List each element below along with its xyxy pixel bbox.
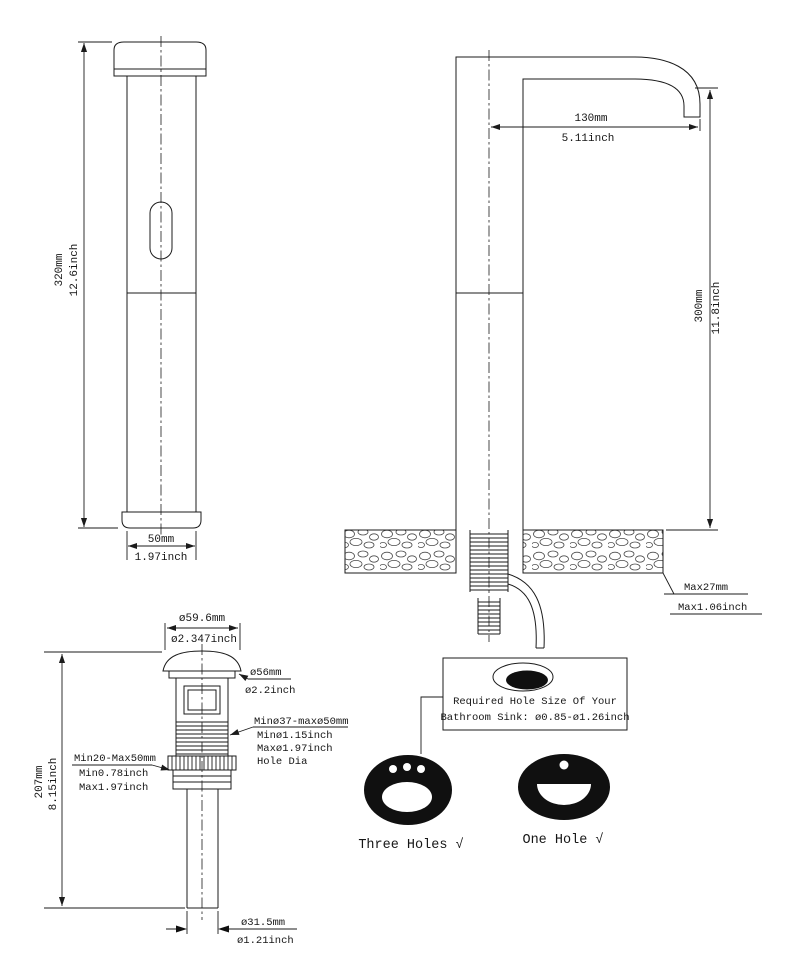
drain-hole-dia-min-inch-label: Minø1.15inch <box>257 730 333 742</box>
drain-deck-range-mm-label: Min20-Max50mm <box>74 753 156 765</box>
pipe-dimension-arrows <box>176 925 229 933</box>
sink-note-line1: Required Hole Size Of Your <box>453 696 617 708</box>
three-holes-sink <box>364 755 452 825</box>
drain-gasket-hatch <box>171 756 233 770</box>
faucet-front-body <box>126 75 197 513</box>
countertop-left <box>344 529 457 574</box>
deck-max-inch-label: Max1.06inch <box>678 602 747 614</box>
side-view: 130mm 5.11inch 300mm 11.8inch Max27mm Ma… <box>344 50 762 649</box>
drain-tailpipe <box>186 789 219 909</box>
drain-height-inch-label: 8.15inch <box>48 758 60 811</box>
one-hole-sink <box>518 754 610 820</box>
front-height-inch-label: 12.6inch <box>69 244 81 297</box>
sink-requirements: Required Hole Size Of Your Bathroom Sink… <box>358 657 630 853</box>
faucet-cap <box>113 41 207 77</box>
faucet-hole-right <box>417 765 425 773</box>
faucet-base <box>121 511 202 529</box>
one-hole-label: One Hole √ <box>522 832 603 848</box>
hole-diagram-fill <box>506 670 548 690</box>
spout-reach-mm-label: 130mm <box>574 113 607 125</box>
drain-height-mm-label: 207mm <box>34 765 46 798</box>
sensor-window <box>149 201 173 260</box>
side-extension-lines <box>666 87 718 531</box>
three-holes-label: Three Holes √ <box>358 837 463 853</box>
drain-dome-dia-mm-label: ø56mm <box>250 667 282 679</box>
drain-deck-max-inch-label: Max1.97inch <box>79 782 148 794</box>
front-view: 320mm 12.6inch 50mm 1.97inch <box>54 36 207 564</box>
sink-callout-box <box>442 657 628 731</box>
dome-leader-arrow <box>238 673 249 682</box>
faucet-hole-center <box>403 763 411 771</box>
drain-hole-dia-caption: Hole Dia <box>257 756 307 768</box>
side-height-inch-label: 11.8inch <box>711 282 723 335</box>
drain-cap-dia-inch-label: ø2.347inch <box>171 634 237 646</box>
front-width-mm-label: 50mm <box>148 534 175 546</box>
drain-pipe-dia-mm-label: ø31.5mm <box>241 917 285 929</box>
countertop-right <box>522 529 664 574</box>
deck-thickness-leader <box>662 572 762 615</box>
callout-leader <box>420 696 443 754</box>
faucet-hole-single <box>559 760 569 770</box>
front-height-mm-label: 320mm <box>54 253 66 286</box>
faucet-hole-left <box>389 765 397 773</box>
drain-view: ø59.6mm ø2.347inch ø56mm ø2.2inch Minø37… <box>34 613 349 947</box>
drain-pipe-dia-inch-label: ø1.21inch <box>237 935 294 947</box>
sink-note-line2: Bathroom Sink: ø0.85-ø1.26inch <box>440 712 629 724</box>
drain-dome-dia-inch-label: ø2.2inch <box>245 685 295 697</box>
hole-diagram-outline <box>492 662 554 692</box>
drain-extension-lines <box>44 623 241 934</box>
front-width-inch-label: 1.97inch <box>135 552 188 564</box>
side-height-mm-label: 300mm <box>694 289 706 322</box>
deck-range-leader <box>151 764 171 771</box>
supply-hose <box>507 573 545 649</box>
drain-hole-dia-max-inch-label: Maxø1.97inch <box>257 743 333 755</box>
drain-cap-dia-mm-label: ø59.6mm <box>179 613 226 625</box>
spout-reach-inch-label: 5.11inch <box>562 133 615 145</box>
faucet-side-outline <box>455 56 701 530</box>
mounting-shank-threads <box>469 530 509 592</box>
threaded-rod <box>477 598 501 635</box>
front-extension-lines <box>78 41 197 560</box>
drain-hole-dia-mm-label: Minø37-maxø50mm <box>254 716 349 728</box>
drain-deck-min-inch-label: Min0.78inch <box>79 768 148 780</box>
deck-max-mm-label: Max27mm <box>684 582 728 594</box>
hole-dia-leader <box>229 726 254 736</box>
one-hole-basin <box>537 784 591 805</box>
three-holes-basin <box>382 782 432 812</box>
